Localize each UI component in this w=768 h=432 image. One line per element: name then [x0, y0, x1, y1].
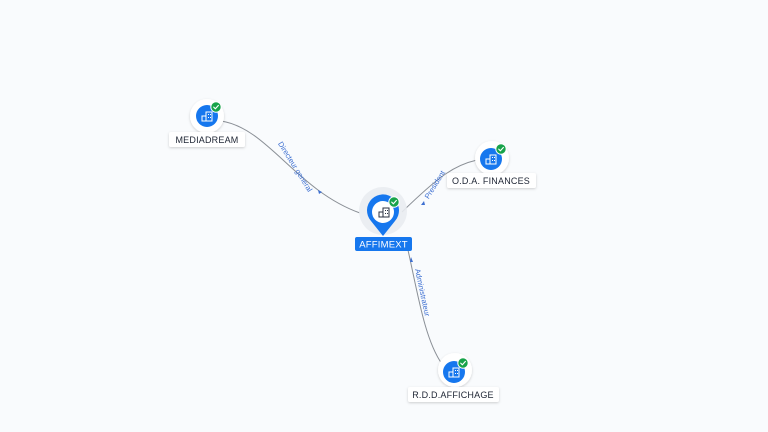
edge-label-oda-finances: President [423, 168, 448, 200]
edge-label-mediadream: Directeur general [276, 140, 314, 194]
node-label-rdd-affichage: R.D.D.AFFICHAGE [412, 390, 494, 400]
node-label-mediadream: MEDIADREAM [175, 135, 238, 145]
edge-arrow-icon [318, 190, 322, 194]
check-badge-icon [210, 101, 222, 113]
edge-label-rdd-affichage: Administrateur [413, 268, 432, 318]
node-affimext-center[interactable]: AFFIMEXT [355, 187, 412, 251]
node-mediadream[interactable]: MEDIADREAM [169, 99, 245, 147]
edge-arrow-icon [421, 201, 425, 205]
node-label-oda-finances: O.D.A. FINANCES [452, 176, 530, 186]
edge-rdd-affichage: Administrateur [407, 249, 443, 365]
edge-arrow-icon [410, 257, 413, 262]
check-badge-icon [495, 143, 507, 155]
node-rdd-affichage[interactable]: R.D.D.AFFICHAGE [408, 353, 499, 402]
node-oda-finances[interactable]: O.D.A. FINANCES [447, 141, 536, 188]
check-badge-icon [388, 196, 400, 208]
building-icon [378, 207, 390, 218]
check-badge-icon [457, 357, 469, 369]
node-label-affimext: AFFIMEXT [359, 240, 408, 251]
